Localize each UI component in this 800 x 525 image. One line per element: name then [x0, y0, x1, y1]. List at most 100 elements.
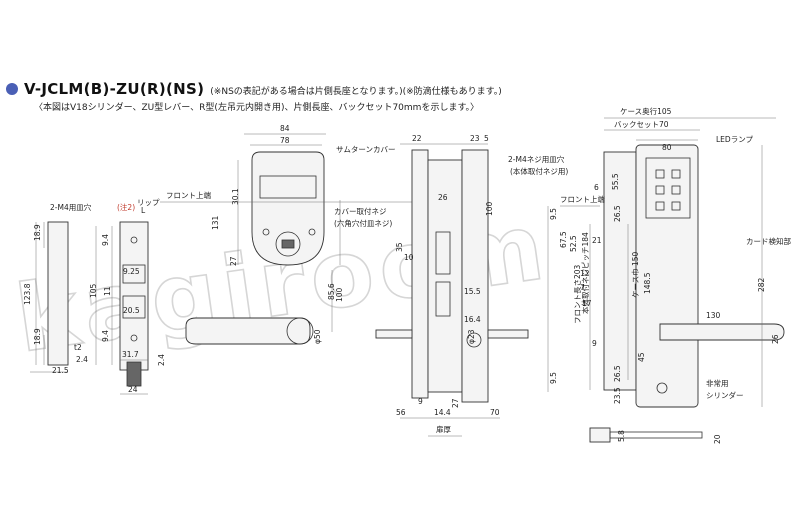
dim-9-5-top: 9.5 — [549, 208, 558, 220]
label-door-thickness: 扉厚 — [436, 424, 451, 434]
figure-note: 〈本図はV18シリンダー、ZU型レバー、R型(左吊元内開き用)、片側長座、バック… — [34, 103, 480, 113]
dim-20-5: 20.5 — [123, 306, 140, 315]
label-lip: リップ — [137, 198, 160, 207]
dim-31-7: 31.7 — [122, 350, 139, 359]
label-emergency: 非常用 — [706, 378, 729, 388]
dim-9-25: 9.25 — [123, 267, 140, 276]
deadbolt — [435, 231, 451, 275]
label-body-screw: (本体取付ネジ用) — [510, 166, 568, 176]
dim-2-4-right: 2.4 — [157, 354, 166, 366]
outside-lever-section — [487, 329, 529, 339]
dim-18-9-bottom: 18.9 — [33, 328, 42, 345]
lever-rose — [286, 317, 314, 345]
lever-detail — [589, 427, 611, 443]
outdoor-escutcheon — [635, 144, 699, 408]
label-m4-screw: 2-M4ネジ用皿穴 — [508, 154, 565, 164]
label-card-detect: カード検知部 — [746, 236, 791, 246]
label-cylinder: シリンダー — [706, 390, 744, 400]
inside-lever-section — [375, 329, 413, 339]
dim-20: 20 — [713, 434, 722, 444]
dim-282: 282 — [757, 277, 766, 292]
dim-30-1: 30.1 — [231, 188, 240, 205]
strike-opening-upper — [122, 264, 146, 284]
title-row: V-JCLM(B)-ZU(R)(NS) (※NSの表記がある場合は片側長座となり… — [6, 80, 796, 98]
strike-box — [47, 221, 69, 366]
ns-note: (※NSの表記がある場合は片側長座となります。)(※防滴仕様もあります。) — [210, 87, 502, 97]
dim-12: 12 — [580, 269, 590, 278]
dim-17: 17 — [582, 299, 592, 308]
dim-5: 5 — [484, 134, 489, 143]
outside-escutcheon — [461, 149, 489, 403]
escutcheon-view: ケース奥行105 バックセット70 LEDランプ フロント上端 カード検知部 非… — [547, 106, 791, 444]
strike-opening-lower — [122, 295, 146, 319]
inside-escutcheon — [411, 149, 429, 399]
dim-100-front: 100 — [335, 287, 344, 302]
keypad-buttons — [655, 169, 681, 211]
dim-26-side: 26 — [438, 193, 448, 202]
dim-130: 130 — [706, 311, 721, 320]
dim-26-5-bottom: 26.5 — [613, 365, 622, 382]
label-pitch: 本体取付ネジピッチ184 — [580, 232, 590, 314]
label-backset: バックセット70 — [614, 120, 669, 129]
dim-78: 78 — [280, 136, 290, 145]
strike-lip — [126, 361, 142, 387]
dim-24: 24 — [128, 385, 138, 394]
dim-11: 11 — [103, 286, 112, 296]
dim-16-4: 16.4 — [464, 315, 481, 324]
dim-35: 35 — [395, 242, 404, 252]
dim-123-8: 123.8 — [23, 283, 32, 305]
label-front-length: フロント長さ203 — [573, 264, 582, 324]
side-section-view: 22 23 5 2-M4ネジ用皿穴 (本体取付ネジ用) 26 100 35 10… — [375, 134, 568, 437]
keypad-area — [645, 157, 691, 219]
label-thumbturn-cover: サムターンカバー — [336, 145, 395, 154]
dim-6: 6 — [594, 183, 599, 192]
dim-45: 45 — [637, 352, 646, 362]
dim-100-side: 100 — [485, 201, 494, 216]
dim-131: 131 — [211, 215, 220, 230]
outside-lever — [659, 323, 785, 341]
dim-9-right: 9 — [592, 339, 597, 348]
dim-10: 10 — [404, 253, 414, 262]
dim-80: 80 — [662, 143, 672, 152]
dim-27-front: 27 — [229, 256, 238, 266]
dim-56: 56 — [396, 408, 406, 417]
label-case-depth: ケース奥行105 — [620, 106, 672, 116]
product-title: V-JCLM(B)-ZU(R)(NS) — [24, 80, 205, 98]
header: V-JCLM(B)-ZU(R)(NS) (※NSの表記がある場合は片側長座となり… — [6, 80, 796, 113]
dim-23: 23 — [470, 134, 480, 143]
dim-105: 105 — [89, 283, 98, 298]
label-front-top-2: フロント上端 — [560, 194, 605, 204]
lock-case — [427, 159, 463, 393]
dim-26-5-top: 26.5 — [613, 205, 622, 222]
dim-9-4-bottom: 9.4 — [101, 330, 110, 342]
dim-phi23: φ23 — [467, 329, 476, 344]
dim-21-5: 21.5 — [52, 366, 69, 375]
label-led-lamp: LEDランプ — [716, 135, 753, 144]
dim-t2: t2 — [74, 343, 82, 352]
dim-2-4-left: 2.4 — [76, 355, 88, 364]
dim-7: 7 — [580, 283, 585, 292]
dim-27-side: 27 — [451, 398, 460, 408]
dim-9-4-top: 9.4 — [101, 234, 110, 246]
dim-22: 22 — [412, 134, 422, 143]
label-hex-screw: (六角穴付皿ネジ) — [334, 218, 392, 228]
front-view: 84 78 サムターンカバー フロント上端 カバー取付ネジ (六角穴付皿ネジ) … — [160, 124, 440, 345]
thumbturn-cover — [251, 151, 325, 266]
dim-23-5: 23.5 — [613, 387, 622, 404]
dim-15-5: 15.5 — [464, 287, 481, 296]
dim-52-5: 52.5 — [569, 235, 578, 252]
label-note2: (注2) — [117, 202, 135, 212]
dim-5-8: 5.8 — [617, 430, 626, 442]
dim-9-5-bottom: 9.5 — [549, 372, 558, 384]
label-case-width: ケース巾 150 — [630, 251, 640, 298]
label-front-top: フロント上端 — [166, 190, 211, 200]
dim-18-9-top: 18.9 — [33, 224, 42, 241]
dim-55-5: 55.5 — [611, 173, 620, 190]
dim-148-5: 148.5 — [643, 272, 652, 294]
lever-detail-bar — [609, 431, 703, 439]
label-m4-hole: 2-M4用皿穴 — [50, 202, 92, 212]
thumbturn — [275, 231, 301, 257]
front-plate-profile — [603, 151, 637, 391]
dim-70: 70 — [490, 408, 500, 417]
